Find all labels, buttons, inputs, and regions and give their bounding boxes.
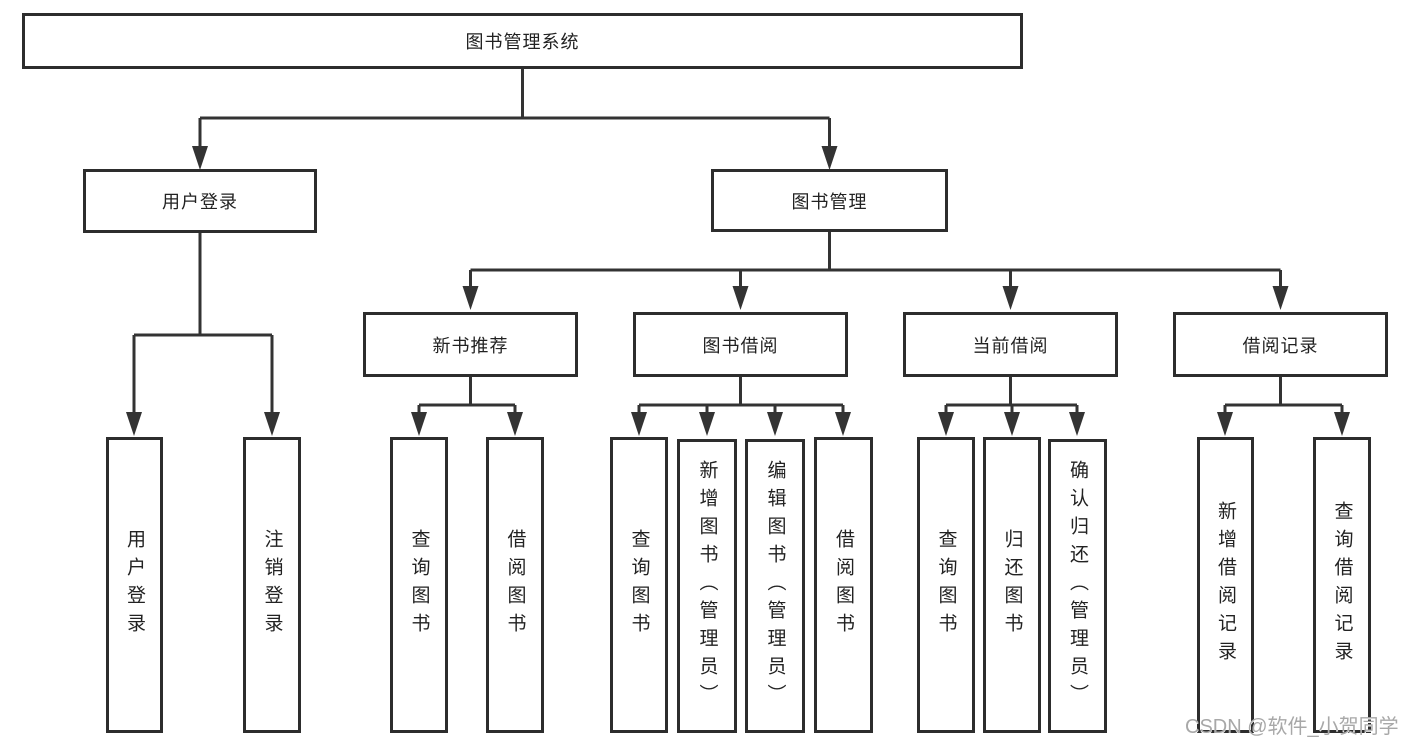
- node-label: 查询图书: [628, 529, 650, 641]
- arrowhead-icon: [192, 146, 208, 170]
- node-leaf-logout: 注销登录: [243, 437, 301, 733]
- node-leaf-confirm-return-admin: 确认归还（管理员）: [1048, 439, 1107, 733]
- node-label: 查询借阅记录: [1331, 501, 1353, 669]
- node-leaf-query-books-2: 查询图书: [610, 437, 668, 733]
- node-label: 新增图书（管理员）: [696, 460, 718, 712]
- node-label: 编辑图书（管理员）: [764, 460, 786, 712]
- arrowhead-icon: [1334, 412, 1350, 436]
- node-user-login: 用户登录: [83, 169, 317, 233]
- connector-borrow-records-to-leaves: [1223, 377, 1344, 414]
- connector-current-borrow-to-leaves: [944, 377, 1079, 414]
- arrowhead-icon: [462, 286, 479, 310]
- arrowhead-icon: [1002, 286, 1019, 310]
- node-leaf-return-books: 归还图书: [983, 437, 1041, 733]
- node-leaf-query-books-3: 查询图书: [917, 437, 975, 733]
- connector-root-to-level2: [198, 69, 831, 150]
- node-label: 查询图书: [408, 529, 430, 641]
- arrowhead-icon: [1069, 412, 1085, 436]
- node-leaf-borrow-books-1: 借阅图书: [486, 437, 544, 733]
- connector-book-borrow-to-leaves: [637, 377, 845, 414]
- connector-user-login-to-leaves: [132, 233, 274, 414]
- arrowhead-icon: [1004, 412, 1020, 436]
- node-leaf-borrow-books-2: 借阅图书: [814, 437, 873, 733]
- arrowhead-icon: [631, 412, 647, 436]
- arrowhead-icon: [767, 412, 783, 436]
- node-label: 确认归还（管理员）: [1067, 460, 1088, 712]
- node-leaf-query-borrow-record: 查询借阅记录: [1313, 437, 1371, 733]
- arrowhead-icon: [938, 412, 954, 436]
- arrowheads: [126, 146, 1350, 436]
- arrowhead-icon: [264, 412, 280, 436]
- watermark: CSDN @软件_小贺同学: [1185, 716, 1399, 738]
- node-leaf-user-login: 用户登录: [106, 437, 163, 733]
- node-label: 借阅图书: [504, 529, 526, 641]
- arrowhead-icon: [699, 412, 715, 436]
- arrowhead-icon: [1272, 286, 1289, 310]
- node-leaf-add-borrow-record: 新增借阅记录: [1197, 437, 1254, 733]
- node-new-book-recommend: 新书推荐: [363, 312, 578, 377]
- node-label: 注销登录: [261, 529, 283, 641]
- node-label: 新增借阅记录: [1215, 501, 1236, 669]
- arrowhead-icon: [507, 412, 523, 436]
- node-label: 查询图书: [935, 529, 957, 641]
- node-label: 用户登录: [124, 529, 145, 641]
- node-borrow-records: 借阅记录: [1173, 312, 1388, 377]
- arrowhead-icon: [411, 412, 427, 436]
- node-leaf-query-books-1: 查询图书: [390, 437, 448, 733]
- arrowhead-icon: [732, 286, 749, 310]
- arrowhead-icon: [821, 146, 838, 170]
- node-leaf-add-books-admin: 新增图书（管理员）: [677, 439, 737, 733]
- arrowhead-icon: [835, 412, 851, 436]
- node-book-management: 图书管理: [711, 169, 948, 232]
- connector-book-management-to-level3: [469, 232, 1282, 290]
- node-label: 归还图书: [1001, 529, 1023, 641]
- node-current-borrow: 当前借阅: [903, 312, 1118, 377]
- connector-new-book-to-leaves: [417, 377, 517, 414]
- node-label: 借阅图书: [833, 529, 854, 641]
- node-leaf-edit-books-admin: 编辑图书（管理员）: [745, 439, 805, 733]
- arrowhead-icon: [1217, 412, 1233, 436]
- arrowhead-icon: [126, 412, 142, 436]
- node-root-library-system: 图书管理系统: [22, 13, 1023, 69]
- node-book-borrow: 图书借阅: [633, 312, 848, 377]
